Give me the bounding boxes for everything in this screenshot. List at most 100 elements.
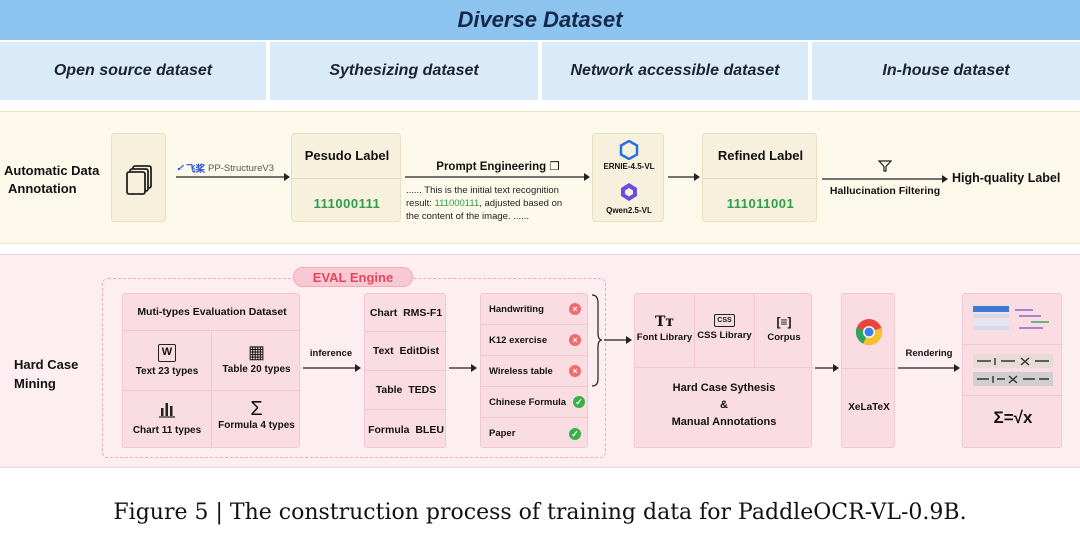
css-library: CSS CSS Library bbox=[695, 294, 755, 368]
fail-icon: × bbox=[569, 334, 581, 346]
font-icon: Tт bbox=[654, 314, 675, 330]
samples-divider-2 bbox=[963, 395, 1063, 396]
source-open: Open source dataset bbox=[0, 42, 266, 100]
inference-label: inference bbox=[309, 348, 353, 359]
arrow-to-models bbox=[405, 173, 590, 181]
source-synthesizing: Sythesizing dataset bbox=[270, 42, 538, 100]
high-quality-label: High-quality Label bbox=[952, 171, 1061, 185]
arrow-to-metrics bbox=[303, 364, 361, 372]
hallucination-filter-label: Hallucination Filtering bbox=[829, 185, 941, 197]
figure-caption: Figure 5 | The construction process of t… bbox=[113, 500, 967, 525]
pseudo-label-title: Pesudo Label bbox=[304, 148, 390, 163]
result-chinese-formula: Chinese Formula✓ bbox=[481, 387, 589, 418]
eval-dataset-title: Muti-types Evaluation Dataset bbox=[123, 294, 301, 331]
source-inhouse: In-house dataset bbox=[812, 42, 1080, 100]
metrics-card: Chart RMS-F1 Text EditDist Table TEDS Fo… bbox=[364, 293, 447, 448]
diverse-dataset-title: Diverse Dataset bbox=[0, 0, 1080, 40]
metric-text: Text EditDist bbox=[365, 332, 447, 371]
type-chart: Chart 11 types bbox=[123, 400, 211, 436]
source-network: Network accessible dataset bbox=[542, 42, 808, 100]
synthesis-card: Tт Font Library CSS CSS Library [≡] Corp… bbox=[634, 293, 813, 448]
documents-icon bbox=[126, 165, 152, 195]
corpus-icon: [≡] bbox=[776, 315, 792, 329]
eval-grid-hline bbox=[123, 390, 301, 391]
prompt-engineering-title: Prompt Engineering ❐ bbox=[436, 161, 560, 173]
word-icon: W bbox=[158, 344, 176, 362]
type-table: ▦ Table 20 types bbox=[212, 342, 301, 375]
refined-divider bbox=[703, 178, 818, 179]
type-text-label: Text 23 types bbox=[135, 366, 199, 377]
mining-label-line1: Hard Case bbox=[14, 357, 79, 372]
samples-divider-1 bbox=[963, 344, 1063, 345]
document-input-card bbox=[111, 133, 166, 222]
formula-sample: Σ=√x bbox=[993, 408, 1033, 427]
arrow-to-output bbox=[822, 175, 948, 183]
arrow-to-pseudo bbox=[176, 173, 290, 181]
font-library: Tт Font Library bbox=[635, 294, 695, 368]
font-library-label: Font Library bbox=[636, 332, 693, 343]
mining-label-line2: Mining bbox=[14, 376, 56, 391]
pseudo-divider bbox=[292, 178, 402, 179]
filter-icon bbox=[878, 160, 892, 172]
pseudo-label-value: 111000111 bbox=[292, 196, 402, 211]
refined-label-value: 111011001 bbox=[726, 196, 795, 211]
model-qwen: Qwen2.5-VL bbox=[606, 206, 652, 215]
pseudo-label-card: Pesudo Label 111000111 bbox=[291, 133, 402, 222]
css-library-label: CSS Library bbox=[697, 330, 752, 341]
metric-table: Table TEDS bbox=[365, 371, 447, 410]
renderer-card: XeLaTeX bbox=[841, 293, 896, 448]
chrome-icon bbox=[855, 319, 883, 346]
result-handwriting: Handwriting× bbox=[481, 294, 589, 325]
rendered-samples-card: Σ=√x bbox=[962, 293, 1063, 448]
refined-label-title: Refined Label bbox=[717, 148, 804, 163]
paddle-brand: 飞桨 bbox=[185, 164, 205, 175]
prompt-text: ...... This is the initial text recognit… bbox=[406, 185, 563, 222]
mining-section-label: Hard Case Mining bbox=[14, 355, 104, 393]
fail-icon: × bbox=[569, 303, 581, 315]
eval-dataset-card: Muti-types Evaluation Dataset W Text 23 … bbox=[122, 293, 301, 449]
tool-name: PP-StructureV3 bbox=[207, 162, 274, 174]
annotation-section-label: Automatic Data Annotation bbox=[4, 162, 114, 198]
synthesis-text: Hard Case Sythesis & Manual Annotations bbox=[671, 382, 777, 428]
metric-formula: Formula BLEU bbox=[368, 423, 444, 436]
sigma-icon: Σ bbox=[250, 398, 263, 420]
handwriting-sample-image bbox=[973, 354, 1053, 386]
pass-icon: ✓ bbox=[573, 396, 585, 408]
result-k12: K12 exercise× bbox=[481, 325, 589, 356]
arrow-to-renderer bbox=[815, 364, 839, 372]
results-card: Handwriting× K12 exercise× Wireless tabl… bbox=[480, 293, 589, 449]
qwen-logo-icon bbox=[621, 183, 637, 201]
pass-icon: ✓ bbox=[569, 427, 581, 440]
fail-icon: × bbox=[569, 365, 581, 377]
result-paper: Paper✓ bbox=[481, 418, 589, 449]
table-sample-image bbox=[973, 306, 1049, 330]
type-formula: Σ Formula 4 types bbox=[212, 398, 301, 431]
copy-icon: ❐ bbox=[549, 161, 560, 173]
automatic-annotation-section: Automatic Data Annotation ✓ 飞桨 PP-Struct… bbox=[0, 111, 1080, 244]
arrow-to-refined bbox=[668, 173, 700, 181]
type-table-label: Table 20 types bbox=[222, 364, 291, 375]
metric-chart: Chart RMS-F1 bbox=[365, 294, 447, 332]
pseudo-label-digits: 111000111 bbox=[313, 196, 381, 211]
result-wireless-table: Wireless table× bbox=[481, 356, 589, 387]
bar-chart-icon bbox=[159, 403, 175, 418]
css-icon: CSS bbox=[714, 314, 735, 327]
table-icon: ▦ bbox=[247, 342, 265, 362]
hard-case-mining-section: Hard Case Mining EVAL Engine Muti-types … bbox=[0, 254, 1080, 468]
paddle-logo-icon: ✓ bbox=[176, 162, 184, 174]
xelatex-label: XeLaTeX bbox=[848, 402, 890, 413]
pp-structure-tool: ✓ 飞桨 PP-StructureV3 bbox=[176, 161, 286, 176]
ernie-logo-icon bbox=[619, 140, 639, 160]
eval-engine-label: EVAL Engine bbox=[293, 267, 413, 287]
arrow-to-results bbox=[449, 364, 477, 372]
type-chart-label: Chart 11 types bbox=[132, 425, 202, 436]
type-formula-label: Formula 4 types bbox=[218, 420, 295, 431]
type-text: W Text 23 types bbox=[123, 342, 211, 377]
renderer-divider bbox=[842, 368, 896, 369]
annotation-label-line2: Annotation bbox=[8, 181, 77, 196]
rendering-label: Rendering bbox=[905, 348, 953, 359]
diverse-dataset-band: Diverse Dataset Open source dataset Syth… bbox=[0, 0, 1080, 103]
corpus-label: Corpus bbox=[767, 332, 801, 343]
failed-cases-bracket bbox=[591, 294, 632, 387]
corpus-library: [≡] Corpus bbox=[755, 294, 813, 368]
